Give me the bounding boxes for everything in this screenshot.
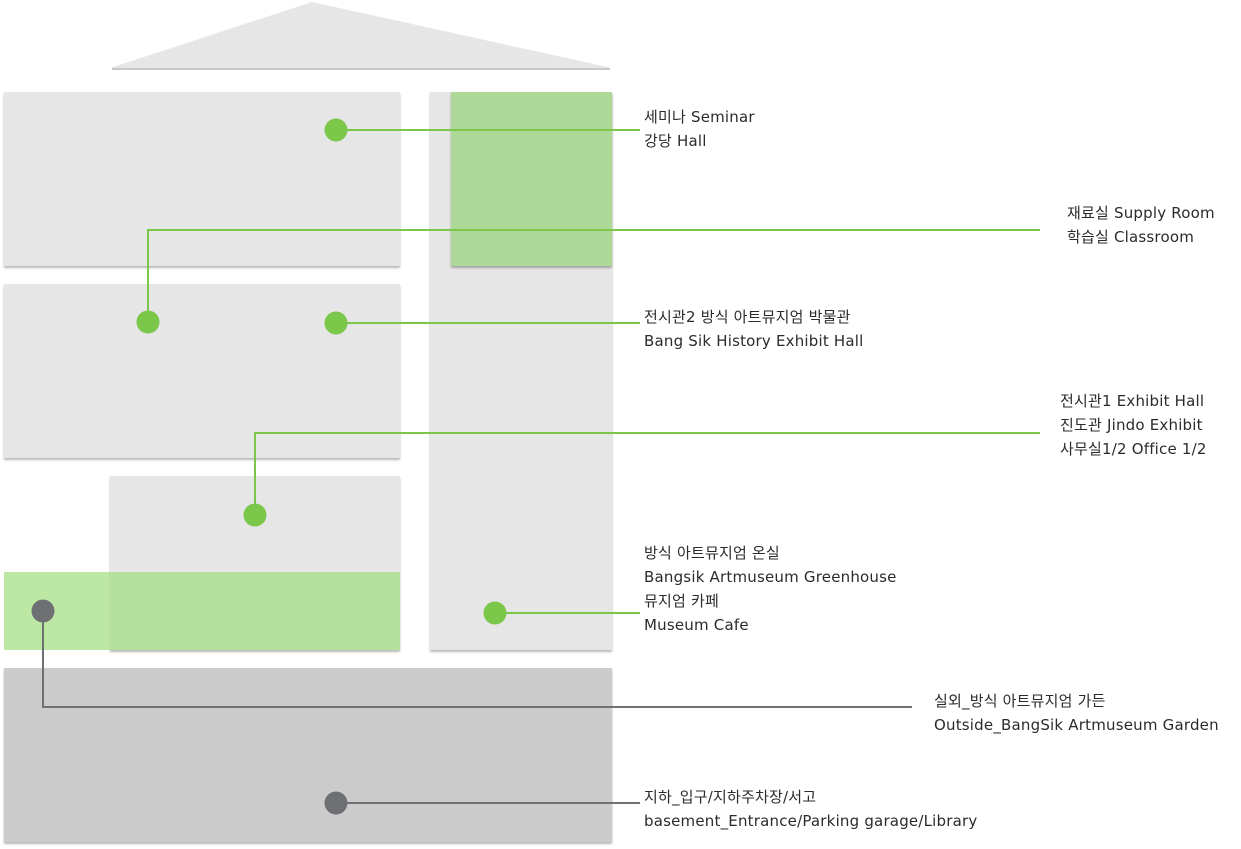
- seminar-label-line-1: 세미나 Seminar: [644, 108, 755, 126]
- supply-label-line-2: 학습실 Classroom: [1067, 228, 1195, 246]
- supply-room-highlight: [451, 92, 612, 266]
- roof: [110, 2, 612, 70]
- outside-garden-highlight: [4, 572, 400, 650]
- basement-block: [4, 668, 612, 842]
- greenhouse-label-line-2: Bangsik Artmuseum Greenhouse: [644, 568, 897, 586]
- history-label: 전시관2 방식 아트뮤지엄 박물관 Bang Sik History Exhib…: [644, 305, 864, 353]
- outside-label: 실외_방식 아트뮤지엄 가든 Outside_BangSik Artmuseum…: [934, 689, 1219, 737]
- exhibit-leader-line: [254, 432, 1040, 515]
- greenhouse-label-line-4: Museum Cafe: [644, 616, 749, 634]
- greenhouse-label-line-1: 방식 아트뮤지엄 온실: [644, 544, 780, 562]
- history-label-line-2: Bang Sik History Exhibit Hall: [644, 332, 864, 350]
- exhibit-marker: [243, 503, 267, 527]
- basement-label: 지하_입구/지하주차장/서고 basement_Entrance/Parking…: [644, 785, 977, 833]
- history-label-line-1: 전시관2 방식 아트뮤지엄 박물관: [644, 308, 851, 326]
- basement-label-line-2: basement_Entrance/Parking garage/Library: [644, 812, 978, 830]
- seminar-marker: [324, 118, 348, 142]
- supply-label: 재료실 Supply Room 학습실 Classroom: [1067, 201, 1215, 249]
- seminar-label-line-2: 강당 Hall: [644, 132, 707, 150]
- outside-label-line-2: Outside_BangSik Artmuseum Garden: [934, 716, 1219, 734]
- exhibit-label: 전시관1 Exhibit Hall 진도관 Jindo Exhibit 사무실1…: [1060, 389, 1207, 461]
- outside-marker: [31, 599, 55, 623]
- exhibit-label-line-2: 진도관 Jindo Exhibit: [1060, 416, 1203, 434]
- basement-marker: [324, 791, 348, 815]
- supply-leader-line: [147, 229, 1040, 322]
- outside-label-line-1: 실외_방식 아트뮤지엄 가든: [934, 692, 1106, 710]
- basement-label-line-1: 지하_입구/지하주차장/서고: [644, 788, 817, 806]
- greenhouse-label-line-3: 뮤지엄 카페: [644, 592, 719, 610]
- outside-leader-line: [42, 611, 912, 708]
- exhibit-label-line-1: 전시관1 Exhibit Hall: [1060, 392, 1205, 410]
- history-marker: [324, 311, 348, 335]
- greenhouse-marker: [483, 601, 507, 625]
- greenhouse-label: 방식 아트뮤지엄 온실 Bangsik Artmuseum Greenhouse…: [644, 541, 897, 637]
- exhibit-label-line-3: 사무실1/2 Office 1/2: [1060, 440, 1207, 458]
- supply-marker: [136, 310, 160, 334]
- supply-label-line-1: 재료실 Supply Room: [1067, 204, 1215, 222]
- seminar-label: 세미나 Seminar 강당 Hall: [644, 105, 755, 153]
